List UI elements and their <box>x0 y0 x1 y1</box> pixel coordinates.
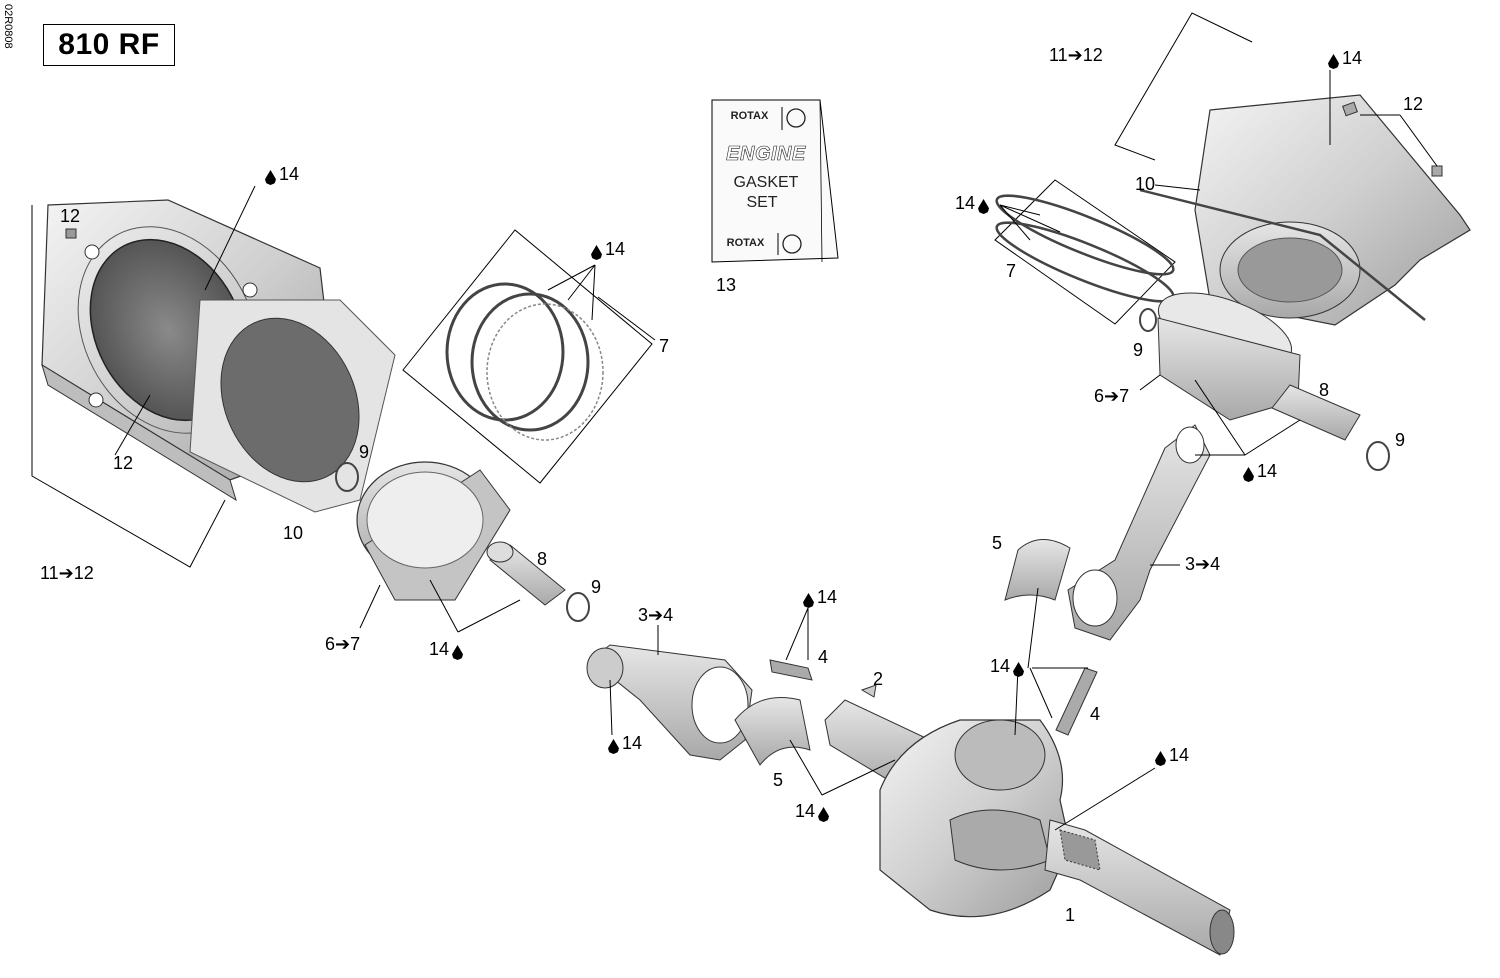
left-dowel-pin <box>65 228 77 239</box>
right-rod-bolt <box>1055 667 1098 736</box>
left-cylinder-kit-bracket <box>31 205 226 568</box>
oil-drop-icon: 💧 <box>978 199 990 214</box>
left-piston-pin <box>486 541 566 606</box>
left-piston <box>356 461 511 601</box>
right-cylinder-kit-bracket <box>1114 12 1253 161</box>
left-rod-bearing <box>734 697 811 766</box>
left-circlip-b <box>566 592 590 622</box>
right-cylinder <box>1194 94 1471 326</box>
gasket-line2: GASKET <box>733 174 799 191</box>
callout-14-j: 14💧 <box>955 193 992 214</box>
gasket-line3: SET <box>746 194 778 211</box>
left-rod-bolt <box>769 659 813 681</box>
oil-drop-icon: 💧 <box>265 170 276 185</box>
callout-1: 1 <box>1065 905 1076 925</box>
callout-12-c: 12 <box>1403 94 1424 114</box>
callout-14-i: 💧14 <box>1325 48 1362 69</box>
crankshaft <box>824 699 1235 956</box>
leader-lines <box>114 70 1438 831</box>
callout-8-left: 8 <box>537 549 548 569</box>
callout-14-b: 💧14 <box>588 239 625 260</box>
oil-drop-icon: 💧 <box>1243 467 1254 482</box>
callout-3-right: 3➔4 <box>1185 554 1221 574</box>
callout-6-right: 6➔7 <box>1094 386 1130 406</box>
callout-14-d: 💧14 <box>800 587 837 608</box>
callout-2: 2 <box>873 669 884 689</box>
callout-5-right: 5 <box>992 533 1003 553</box>
callout-12-a: 12 <box>60 206 81 226</box>
callout-10-right: 10 <box>1135 174 1156 194</box>
right-piston <box>1157 292 1301 421</box>
callout-3-left: 3➔4 <box>638 605 674 625</box>
right-circlip-b <box>1366 441 1390 471</box>
callout-4-left: 4 <box>818 647 829 667</box>
right-circlip-a <box>1139 308 1157 332</box>
callout-11-right: 11➔12 <box>1049 45 1103 65</box>
callout-12-b: 12 <box>113 453 134 473</box>
callout-9-a: 9 <box>359 442 370 462</box>
left-connecting-rod <box>586 644 753 761</box>
rotax-logo-icon-bottom <box>782 234 802 254</box>
callout-10-left: 10 <box>283 523 304 543</box>
callout-9-d: 9 <box>1395 430 1406 450</box>
left-circlip-a <box>335 462 359 492</box>
callout-13: 13 <box>716 275 737 295</box>
oil-drop-icon: 💧 <box>591 245 602 260</box>
oil-drop-icon: 💧 <box>818 807 830 822</box>
oil-drop-icon: 💧 <box>608 739 619 754</box>
rotax-logo-icon <box>786 108 806 128</box>
right-cylinder-gasket <box>1139 188 1426 321</box>
callout-14-c: 14💧 <box>429 639 466 660</box>
gasket-line1: ENGINE <box>726 143 806 166</box>
callout-7-right: 7 <box>1006 261 1017 281</box>
callout-14-a: 💧14 <box>262 164 299 185</box>
oil-drop-icon: 💧 <box>452 645 464 660</box>
oil-drop-icon: 💧 <box>1013 662 1025 677</box>
callout-5-left: 5 <box>773 770 784 790</box>
callout-8-right: 8 <box>1319 380 1330 400</box>
gasket-brand-bottom: ROTAX <box>726 237 765 249</box>
callout-9-b: 9 <box>591 577 602 597</box>
right-piston-rings-kit <box>994 179 1176 325</box>
callout-14-h: 💧14 <box>1152 745 1189 766</box>
callout-11-left: 11➔12 <box>40 563 94 583</box>
right-rod-bearing <box>1004 539 1071 601</box>
reference-id: 02R0808 <box>2 4 14 49</box>
gasket-brand-top: ROTAX <box>730 110 769 122</box>
right-connecting-rod <box>1067 424 1211 641</box>
oil-drop-icon: 💧 <box>803 593 814 608</box>
oil-drop-icon: 💧 <box>1328 54 1339 69</box>
callout-14-k: 💧14 <box>1240 461 1277 482</box>
left-cylinder-gasket <box>189 299 396 513</box>
model-label: 810 RF <box>43 24 175 66</box>
callout-7-left: 7 <box>659 336 670 356</box>
woodruff-key <box>860 684 877 698</box>
right-piston-pin <box>1271 384 1361 441</box>
callout-14-e: 💧14 <box>605 733 642 754</box>
callout-9-c: 9 <box>1133 340 1144 360</box>
callout-4-right: 4 <box>1090 704 1101 724</box>
gasket-set-kit <box>711 99 839 263</box>
callout-14-f: 14💧 <box>795 801 832 822</box>
oil-drop-icon: 💧 <box>1155 751 1166 766</box>
left-piston-rings-kit <box>402 229 653 484</box>
callout-6-left: 6➔7 <box>325 634 361 654</box>
callout-14-g: 14💧 <box>990 656 1027 677</box>
